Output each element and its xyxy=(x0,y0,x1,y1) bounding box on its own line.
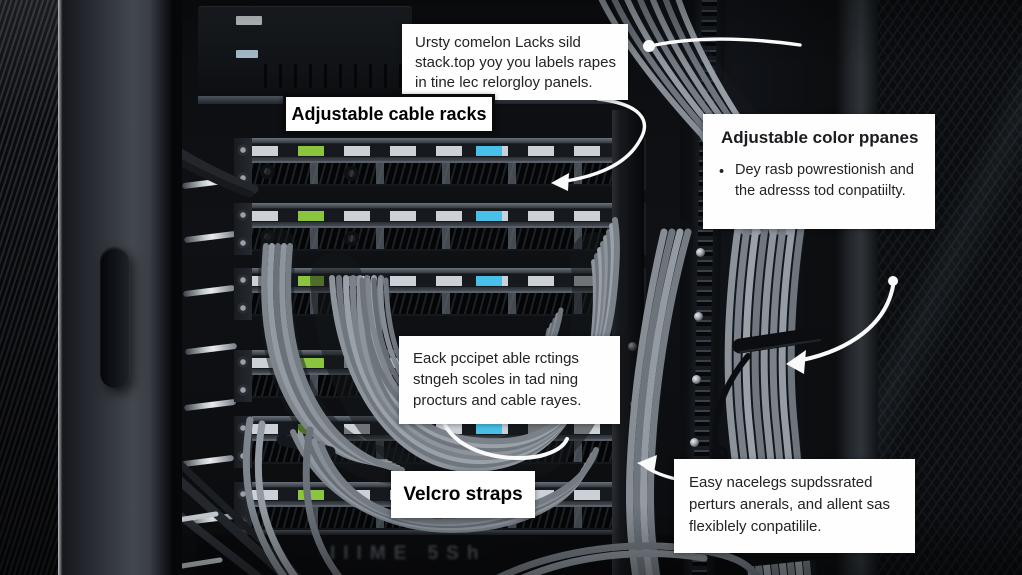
bullet-icon: • xyxy=(719,164,725,180)
note-title: Adjustable color ppanes xyxy=(721,128,919,147)
note-line: stack.top yoy you labels rapes xyxy=(415,54,616,71)
equipment-label-chip xyxy=(236,50,258,58)
note-line: stngeh scoles in tad ning xyxy=(413,371,579,388)
note-line: Ursty comelon Lacks sild xyxy=(415,34,581,51)
cable-ring xyxy=(344,231,359,246)
note-line: perturs anerals, and allent sas xyxy=(689,496,890,513)
note-bullet-text: Dey rasb powrestionish and the adresss t… xyxy=(735,162,914,199)
note-line: Easy nacelegs supdssrated xyxy=(689,474,873,491)
callout-note-top: Ursty comelon Lacks sild stack.top yoy y… xyxy=(402,24,628,100)
screw xyxy=(696,248,705,257)
label-text: Adjustable cable racks xyxy=(291,103,487,124)
cable-ring xyxy=(344,166,359,181)
screw xyxy=(694,312,703,321)
cable-ring xyxy=(260,164,275,179)
label-text: Velcro straps xyxy=(403,483,523,505)
screw xyxy=(628,342,637,351)
vent-grille xyxy=(252,64,402,88)
velcro-strap-bands xyxy=(712,326,831,567)
callout-label-velcro-straps: Velcro straps xyxy=(391,471,535,518)
server-unit xyxy=(198,6,412,96)
callout-label-cable-racks: Adjustable cable racks xyxy=(283,94,495,134)
perforated-front-door xyxy=(0,0,58,575)
equipment-label-chip xyxy=(236,16,262,25)
callout-arrow xyxy=(551,97,646,191)
screw xyxy=(692,375,701,384)
rack-door-panel xyxy=(58,0,172,575)
patch-panel xyxy=(234,138,646,190)
embossed-model-text: IIIME 5Sh xyxy=(330,543,487,564)
screw xyxy=(690,438,699,447)
chassis-edge xyxy=(234,530,632,535)
callout-arrow xyxy=(643,37,802,52)
note-line: procturs and cable rayes. xyxy=(413,392,582,409)
port-labels xyxy=(252,208,632,222)
note-line: in tine lec relorgloy panels. xyxy=(415,74,593,91)
cable-loops-lower xyxy=(290,429,599,533)
callout-note-middle: Eack pccipet able rctings stngeh scoles … xyxy=(399,336,620,424)
note-line: flexiblely conpatilile. xyxy=(689,518,822,535)
port-labels xyxy=(252,143,632,157)
callout-note-bottom-right: Easy nacelegs supdssrated perturs aneral… xyxy=(674,459,915,553)
door-gap xyxy=(172,0,182,575)
callout-arrow xyxy=(786,276,898,374)
note-line: Eack pccipet able rctings xyxy=(413,350,579,367)
callout-arrow xyxy=(440,415,569,461)
cables-bottom-left xyxy=(156,416,343,575)
callout-arrow xyxy=(637,455,678,481)
callout-note-color-panels: Adjustable color ppanes • Dey rasb powre… xyxy=(703,114,935,229)
door-handle xyxy=(100,246,130,388)
